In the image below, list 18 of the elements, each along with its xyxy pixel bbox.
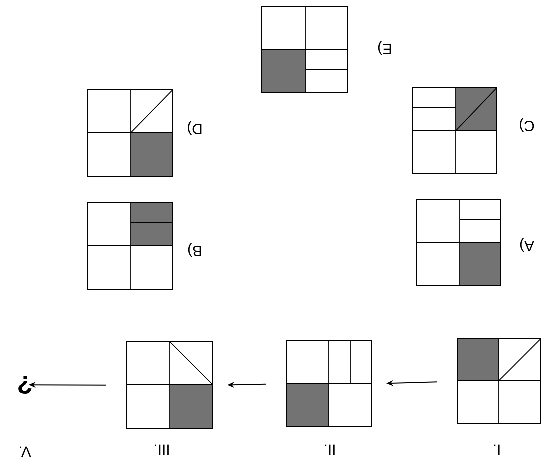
figure-label: C)	[520, 118, 534, 132]
question-mark: ?	[18, 376, 32, 394]
figure-square	[416, 199, 502, 286]
figure-label: D)	[188, 121, 202, 135]
figure-label: II.	[325, 444, 335, 456]
figure-label: I.	[494, 444, 500, 456]
figure-square	[126, 341, 214, 430]
figure-label: III.	[155, 444, 169, 456]
figure-label: A)	[520, 238, 534, 252]
figure-label: V.	[20, 446, 32, 458]
figure-square	[88, 89, 174, 178]
figure-square	[262, 6, 348, 94]
figure-label: E)	[378, 41, 392, 55]
figure-label: B)	[188, 243, 202, 257]
figure-square	[286, 340, 372, 428]
figure-square	[458, 338, 542, 424]
figure-square	[412, 87, 498, 174]
figure-square	[88, 202, 174, 290]
